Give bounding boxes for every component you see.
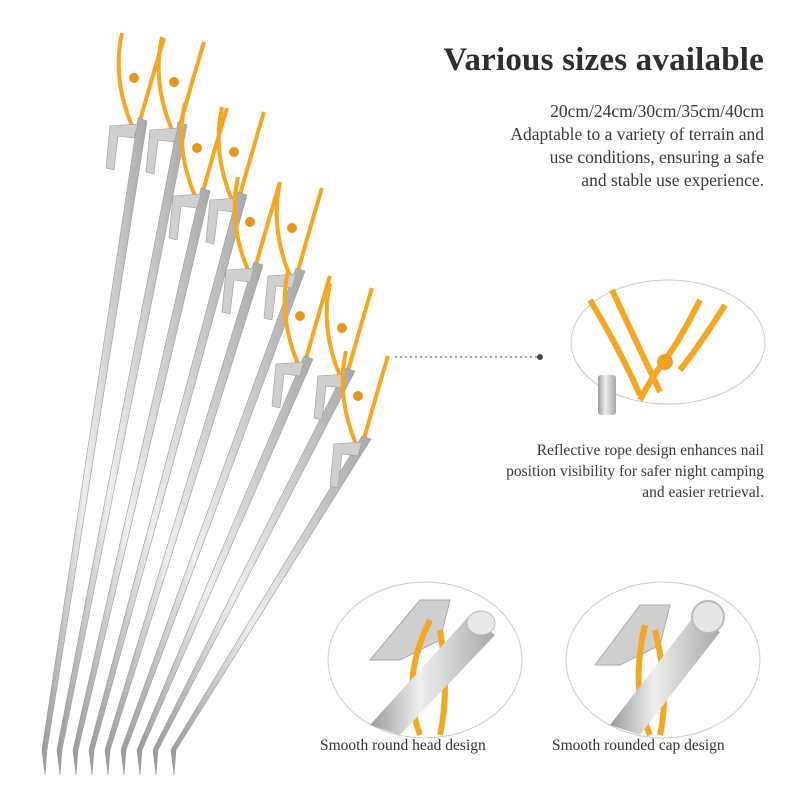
tent-stake <box>41 32 166 776</box>
heading: Various sizes available <box>443 42 764 78</box>
sizes-text: 20cm/24cm/30cm/35cm/40cm <box>550 101 764 121</box>
rope-detail-circle <box>570 279 766 415</box>
description-line: Adaptable to a variety of terrain and <box>510 124 764 144</box>
callout-dot <box>537 354 543 360</box>
rope-description: Reflective rope design enhances nail pos… <box>506 440 764 503</box>
round-head-detail-circle <box>327 581 523 739</box>
rope-line: and easier retrieval. <box>642 484 764 501</box>
sizes-description: 20cm/24cm/30cm/35cm/40cm Adaptable to a … <box>510 100 764 192</box>
tent-stake <box>170 350 390 776</box>
stakes-group <box>41 32 390 776</box>
tent-stake <box>56 36 206 776</box>
rounded-cap-caption: Smooth rounded cap design <box>552 737 725 754</box>
description-line: use conditions, ensuring a safe <box>549 147 764 167</box>
rounded-cap-detail-circle <box>565 581 761 739</box>
tent-stake <box>72 102 229 776</box>
tent-stake <box>136 270 332 776</box>
description-line: and stable use experience. <box>581 170 764 190</box>
tent-stake <box>152 282 374 776</box>
rope-line: position visibility for safer night camp… <box>506 463 764 480</box>
tent-stake <box>88 106 266 776</box>
rope-line: Reflective rope design enhances nail <box>536 442 764 459</box>
round-head-caption: Smooth round head design <box>320 737 486 754</box>
